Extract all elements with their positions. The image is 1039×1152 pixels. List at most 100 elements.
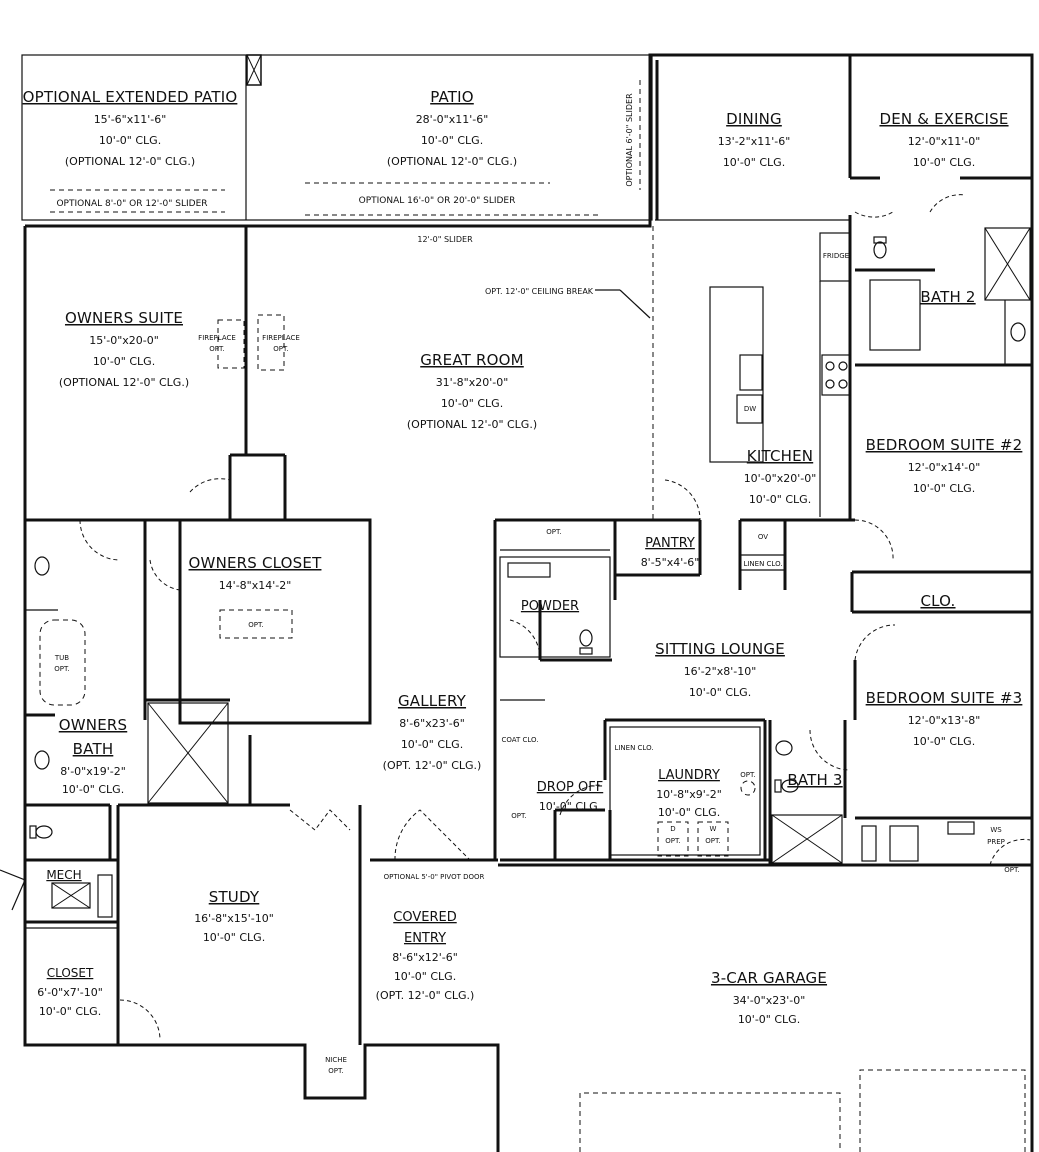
pantry-name: PANTRY [645,536,695,551]
kitchen-dim: 10'-0"x20'-0" [744,472,817,485]
drop-off-clg: 10'-0" CLG. [539,800,601,813]
laundry-dim: 10'-8"x9'-2" [656,788,722,801]
dining-name: DINING [726,110,782,128]
great-room-dim: 31'-8"x20'-0" [436,376,509,389]
owners-closet-walls [178,518,372,725]
laundry-clg: 10'-0" CLG. [658,806,720,819]
cooktop [821,354,851,396]
outer-wall-bottom [23,870,490,1100]
fixtures [29,236,1026,839]
sitting-clg: 10'-0" CLG. [689,686,751,699]
note-coat-clo: COAT CLO. [501,736,538,744]
note-tub-opt: OPT. [54,665,69,673]
note-ov: OV [758,533,768,541]
den-dim: 12'-0"x11'-0" [908,135,981,148]
sink-icon [740,780,756,796]
drop-off-name: DROP OFF [537,780,603,795]
owners-closet-name: OWNERS CLOSET [189,554,323,572]
bedroom3-clg: 10'-0" CLG. [913,735,975,748]
note-fireplace-1: FIREPLACE [198,334,236,342]
toilet-icon [29,825,53,839]
bedroom2-clg: 10'-0" CLG. [913,482,975,495]
note-prep: PREP [987,838,1005,846]
great-room-name: GREAT ROOM [420,351,524,369]
dining-dim: 13'-2"x11'-6" [718,135,791,148]
opt-patio-opt: (OPTIONAL 12'-0" CLG.) [65,155,195,168]
garage-door-1 [579,1092,841,1152]
note-fireplace-2: FIREPLACE [262,334,300,342]
note-fireplace-opt-2: OPT. [273,345,288,353]
bath3-name: BATH 3 [787,771,842,789]
closet-dim: 6'-0"x7'-10" [37,986,103,999]
gallery-opt: (OPT. 12'-0" CLG.) [383,759,482,772]
note-fridge: FRIDGE [823,252,849,260]
owners-bath-clg: 10'-0" CLG. [62,783,124,796]
powder-name: POWDER [521,599,579,614]
walls [0,53,1034,1152]
bath2-name: BATH 2 [920,288,975,306]
kitchen-name: KITCHEN [747,447,813,465]
note-dryer-opt: OPT. [665,837,680,845]
note-ceiling-break: OPT. 12'-0" CEILING BREAK [485,287,594,296]
note-washer: W [710,825,717,833]
note-slider-12: 12'-0" SLIDER [417,235,473,244]
patio-dim: 28'-0"x11'-6" [416,113,489,126]
bedroom3-name: BEDROOM SUITE #3 [866,689,1023,707]
laundry-name: LAUNDRY [658,768,720,783]
garage-door-2 [859,1069,1026,1152]
clo-name: CLO. [920,592,955,610]
vanity [507,562,551,578]
mech-name: MECH [46,868,81,882]
note-pivot-door: OPTIONAL 5'-0" PIVOT DOOR [384,873,485,881]
sitting-dim: 16'-2"x8'-10" [684,665,757,678]
room-labels: OPTIONAL EXTENDED PATIO 15'-6"x11'-6" 10… [23,88,1023,1026]
study-clg: 10'-0" CLG. [203,931,265,944]
pantry-dim: 8'-5"x4'-6" [641,556,700,569]
owners-bath-name1: OWNERS [59,716,127,734]
note-tub: TUB [54,654,69,662]
sink [739,354,763,391]
patio-opt: (OPTIONAL 12'-0" CLG.) [387,155,517,168]
note-drop-off-opt: OPT. [511,812,526,820]
note-slider-6: OPTIONAL 6'-0" SLIDER [625,93,634,187]
owners-suite-clg: 10'-0" CLG. [93,355,155,368]
post [246,54,262,86]
dishwasher [736,394,763,424]
owners-suite-dim: 15'-0"x20-0" [89,334,159,347]
bedroom2-name: BEDROOM SUITE #2 [866,436,1023,454]
owners-bath-name2: BATH [73,740,114,758]
sink-icon [1010,322,1026,342]
opt-patio-dim: 15'-6"x11'-6" [94,113,167,126]
covered-entry-clg: 10'-0" CLG. [394,970,456,983]
owners-closet-dim: 14'-8"x14'-2" [219,579,292,592]
den-clg: 10'-0" CLG. [913,156,975,169]
patio-clg: 10'-0" CLG. [421,134,483,147]
study-dim: 16'-8"x15'-10" [194,912,274,925]
note-sink-opt: OPT. [740,771,755,779]
note-niche-opt: OPT. [328,1067,343,1075]
note-opt: OPT. [546,528,561,536]
bedroom2-dim: 12'-0"x14'-0" [908,461,981,474]
patio-outline [21,54,653,221]
gallery-dim: 8'-6"x23'-6" [399,717,465,730]
note-linen-clo: LINEN CLO. [743,560,782,568]
bedroom3-dim: 12'-0"x13'-8" [908,714,981,727]
gallery-clg: 10'-0" CLG. [401,738,463,751]
great-room-clg: 10'-0" CLG. [441,397,503,410]
den-name: DEN & EXERCISE [879,110,1008,128]
sitting-name: SITTING LOUNGE [655,640,785,658]
note-dryer: D [670,825,675,833]
garage-dim: 34'-0"x23'-0" [733,994,806,1007]
garage-clg: 10'-0" CLG. [738,1013,800,1026]
covered-entry-opt: (OPT. 12'-0" CLG.) [376,989,475,1002]
plan-notes: OPTIONAL 8'-0" OR 12'-0" SLIDER OPTIONAL… [54,93,1020,1075]
toilet-icon [873,236,887,259]
note-slider-8-12: OPTIONAL 8'-0" OR 12'-0" SLIDER [56,199,207,209]
sink-icon [775,740,793,756]
dining-clg: 10'-0" CLG. [723,156,785,169]
kitchen-island [709,286,764,463]
covered-entry-name1: COVERED [393,910,456,925]
sink-icon [34,556,50,576]
note-niche: NICHE [325,1056,347,1064]
